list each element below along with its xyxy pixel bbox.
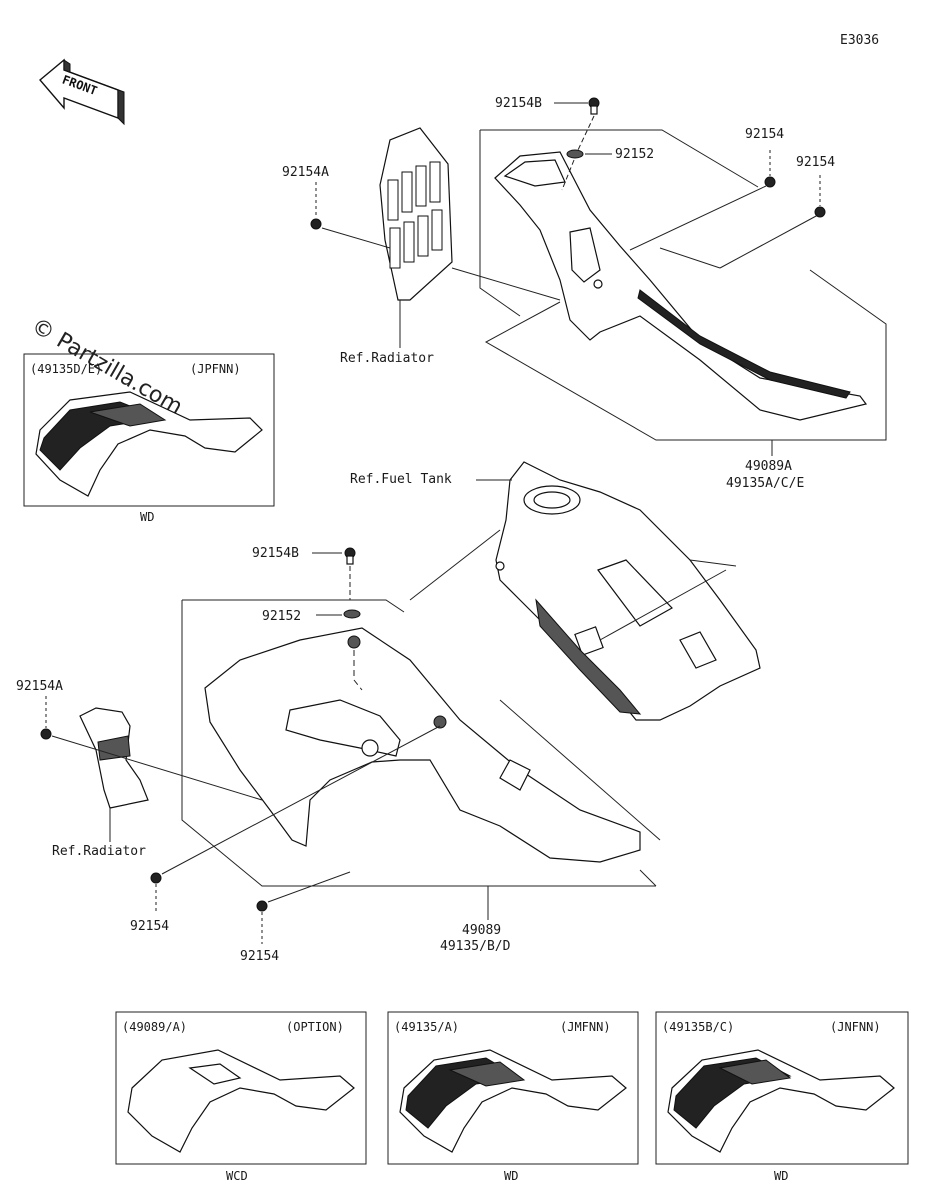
top-bolt-b-icon xyxy=(588,97,600,115)
top-bolt-b-label: 92154B xyxy=(495,96,542,111)
top-part-number-1: 49089A xyxy=(745,459,792,474)
top-assembly-outline xyxy=(479,129,887,441)
top-shroud-icon xyxy=(494,151,868,421)
inset-code: (49089/A) xyxy=(122,1020,187,1034)
inset-code: (49135/A) xyxy=(394,1020,459,1034)
inset-jmfnn: (49135/A) (JMFNN) WD xyxy=(387,1011,639,1183)
mid-washer-label: 92152 xyxy=(262,609,301,624)
inset-caption: WD xyxy=(140,510,154,524)
top-washer-icon xyxy=(566,149,584,159)
inset-caption: WD xyxy=(504,1169,518,1183)
inset-jpfnn: (49135D/E) (JPFNN) WD xyxy=(23,353,275,524)
fuel-tank-icon xyxy=(495,461,761,721)
shroud-plain-icon xyxy=(127,1049,355,1153)
bottom-shroud-icon xyxy=(204,627,641,863)
ref-radiator-bottom-label: Ref.Radiator xyxy=(52,844,146,859)
top-bolt-2-label: 92154 xyxy=(796,155,835,170)
inset-variant: (JPFNN) xyxy=(190,362,241,376)
bottom-bolt-1-icon xyxy=(150,872,162,884)
inset-code: (49135D/E) xyxy=(30,362,102,376)
top-bolt-a-label: 92154A xyxy=(282,165,329,180)
mid-bolt-b-label: 92154B xyxy=(252,546,299,561)
top-bolt-1-icon xyxy=(764,176,776,188)
shroud-graphic-icon xyxy=(667,1049,895,1153)
bottom-bolt-2-icon xyxy=(256,900,268,912)
top-washer-label: 92152 xyxy=(615,147,654,162)
top-part-number-2: 49135A/C/E xyxy=(726,476,804,491)
inset-variant: (OPTION) xyxy=(286,1020,344,1034)
inset-variant: (JMFNN) xyxy=(560,1020,611,1034)
inset-variant: (JNFNN) xyxy=(830,1020,881,1034)
bottom-bolt-1-label: 92154 xyxy=(130,919,169,934)
inset-caption: WD xyxy=(774,1169,788,1183)
ref-radiator-top-label: Ref.Radiator xyxy=(340,351,434,366)
front-arrow-icon: FRONT xyxy=(39,58,125,126)
top-bolt-1-label: 92154 xyxy=(745,127,784,142)
bottom-bolt-2-label: 92154 xyxy=(240,949,279,964)
radiator-bottom-icon xyxy=(79,707,149,809)
inset-code: (49135B/C) xyxy=(662,1020,734,1034)
ref-fuel-tank-label: Ref.Fuel Tank xyxy=(350,472,452,487)
bottom-part-number-2: 49135/B/D xyxy=(440,939,511,954)
top-bolt-2-icon xyxy=(814,206,826,218)
shroud-graphic-icon xyxy=(35,391,263,497)
inset-option: (49089/A) (OPTION) WCD xyxy=(115,1011,367,1183)
mid-bolt-b-icon xyxy=(344,547,356,565)
top-bolt-a-icon xyxy=(310,218,322,230)
left-bolt-a-icon xyxy=(40,728,52,740)
diagram-code: E3036 xyxy=(840,33,879,48)
left-bolt-a-label: 92154A xyxy=(16,679,63,694)
bottom-part-number-1: 49089 xyxy=(462,923,501,938)
shroud-graphic-icon xyxy=(399,1049,627,1153)
inset-jnfnn: (49135B/C) (JNFNN) WD xyxy=(655,1011,909,1183)
bottom-assembly-outline xyxy=(181,529,661,887)
mid-washer-icon xyxy=(343,609,361,619)
radiator-top-icon xyxy=(379,127,453,301)
inset-caption: WCD xyxy=(226,1169,248,1183)
